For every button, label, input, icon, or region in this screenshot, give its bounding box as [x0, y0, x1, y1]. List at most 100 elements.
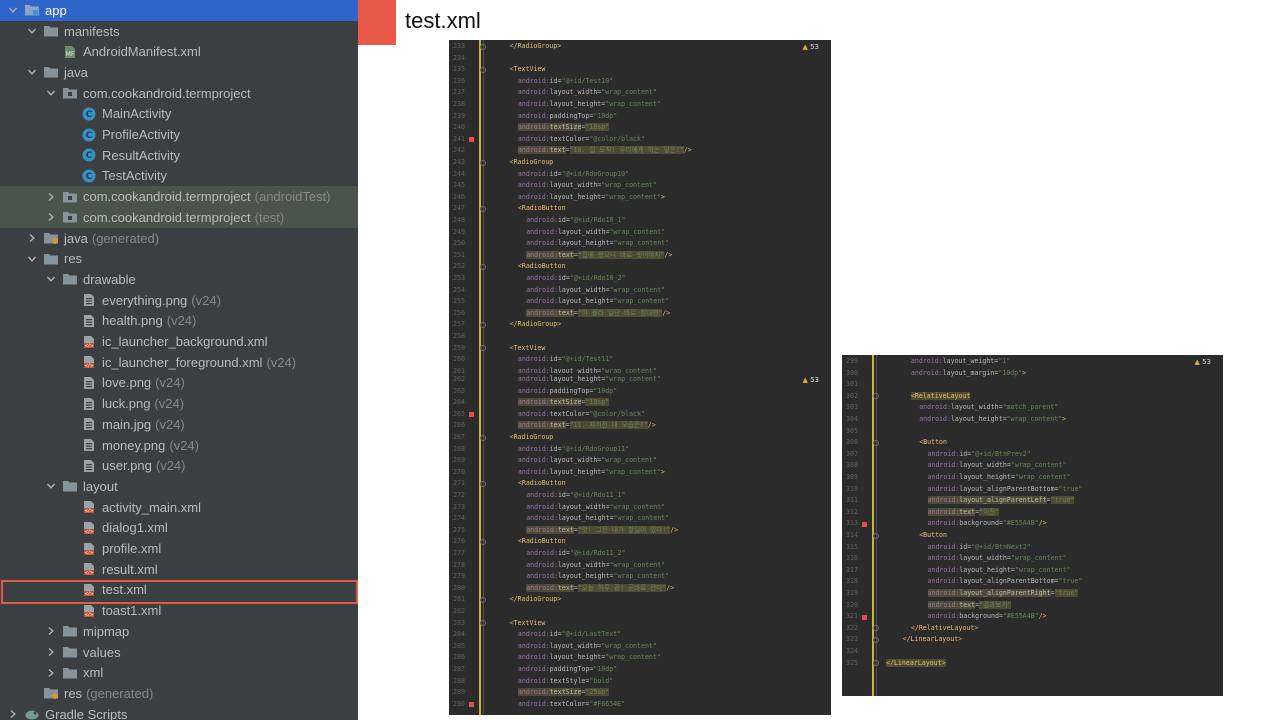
fold-marker-icon[interactable]: [873, 393, 879, 400]
code-line[interactable]: 314<Button: [842, 530, 1223, 542]
chevron-down-icon[interactable]: [27, 254, 37, 264]
tree-item[interactable]: </>toast1.xml: [0, 600, 358, 621]
code-line[interactable]: 306<Button: [842, 437, 1223, 449]
code-line[interactable]: 233</RadioGroup>: [449, 41, 831, 53]
fold-marker-icon[interactable]: [480, 159, 486, 166]
tree-item[interactable]: </>dialog1.xml: [0, 518, 358, 539]
chevron-right-icon[interactable]: [8, 709, 18, 719]
code-line[interactable]: 252<RadioButton: [449, 261, 831, 273]
chevron-down-icon[interactable]: [27, 26, 37, 36]
chevron-right-icon[interactable]: [46, 647, 56, 657]
fold-marker-icon[interactable]: [480, 66, 486, 73]
tree-item[interactable]: user.png(v24): [0, 455, 358, 476]
fold-marker-icon[interactable]: [480, 43, 486, 50]
code-line[interactable]: 281</RadioGroup>: [449, 594, 831, 606]
code-line[interactable]: 235<TextView: [449, 64, 831, 76]
code-line[interactable]: 322</RelativeLayout>: [842, 623, 1223, 635]
tree-item[interactable]: </>ic_launcher_background.xml: [0, 331, 358, 352]
code-line[interactable]: 305: [842, 426, 1223, 438]
tree-item[interactable]: com.cookandroid.termproject(androidTest): [0, 186, 358, 207]
tree-item[interactable]: money.png(v24): [0, 435, 358, 456]
code-line[interactable]: 283<TextView: [449, 618, 831, 630]
fold-marker-icon[interactable]: [873, 625, 879, 632]
tree-item[interactable]: xml: [0, 662, 358, 683]
tree-item[interactable]: com.cookandroid.termproject: [0, 83, 358, 104]
warning-indicator[interactable]: ▲ 53: [1194, 358, 1211, 366]
chevron-right-icon[interactable]: [27, 233, 37, 243]
code-line[interactable]: 302<RelativeLayout: [842, 391, 1223, 403]
code-line[interactable]: 258: [449, 331, 831, 343]
chevron-down-icon[interactable]: [46, 274, 56, 284]
fold-marker-icon[interactable]: [873, 532, 879, 539]
tree-item[interactable]: luck.png(v24): [0, 393, 358, 414]
chevron-right-icon[interactable]: [46, 212, 56, 222]
code-line[interactable]: 271<RadioButton: [449, 478, 831, 490]
code-line[interactable]: 243<RadioGroup: [449, 157, 831, 169]
tree-item[interactable]: </>test.xml: [0, 580, 358, 601]
fold-marker-icon[interactable]: [480, 620, 486, 627]
tree-item[interactable]: drawable: [0, 269, 358, 290]
code-line[interactable]: 282: [449, 606, 831, 618]
tree-item[interactable]: com.cookandroid.termproject(test): [0, 207, 358, 228]
warning-indicator[interactable]: ▲ 53: [802, 43, 819, 51]
tree-item[interactable]: res: [0, 248, 358, 269]
tree-item[interactable]: values: [0, 642, 358, 663]
chevron-right-icon[interactable]: [46, 668, 56, 678]
warning-indicator[interactable]: ▲ 53: [802, 376, 819, 384]
gutter-marker-icon[interactable]: [469, 137, 474, 143]
gutter-marker-icon[interactable]: [862, 521, 867, 527]
fold-marker-icon[interactable]: [873, 660, 879, 667]
tree-item[interactable]: </>profile.xml: [0, 538, 358, 559]
gutter-marker-icon[interactable]: [469, 702, 474, 708]
tree-item[interactable]: java(generated): [0, 228, 358, 249]
chevron-right-icon[interactable]: [46, 626, 56, 636]
tree-item[interactable]: app: [0, 0, 358, 21]
fold-marker-icon[interactable]: [480, 480, 486, 487]
